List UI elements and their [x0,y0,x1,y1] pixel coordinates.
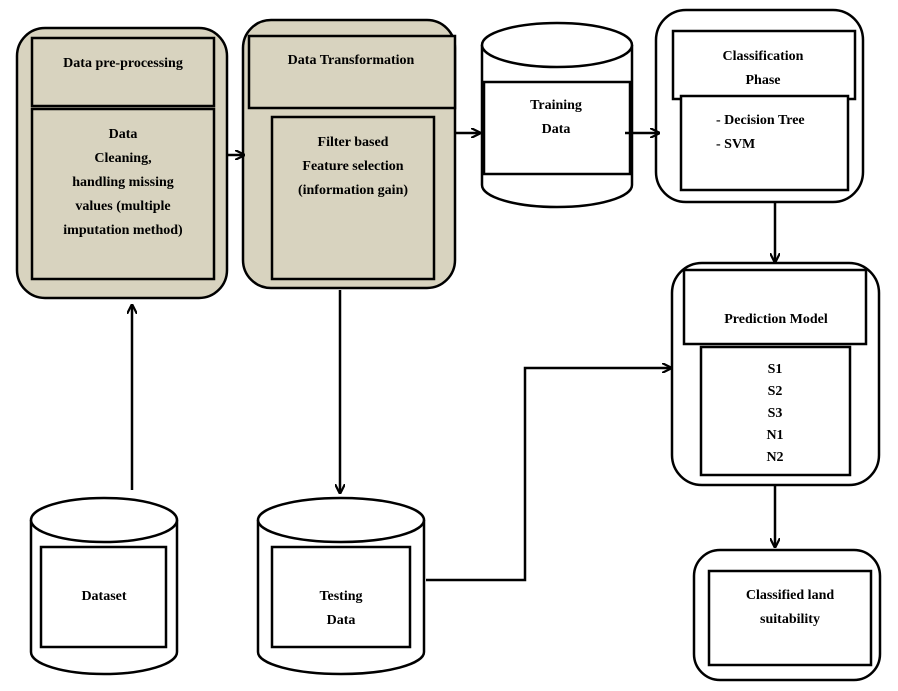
prediction-class: S1 [768,362,783,377]
training-data-line: Training [530,98,582,113]
output-block: Classified land suitability [692,548,882,682]
preprocessing-title: Data pre-processing [63,56,183,71]
classification-title: Classification [723,49,804,64]
output-line: Classified land [746,588,835,603]
prediction-class: S2 [768,384,783,399]
prediction-class: S3 [768,406,783,421]
output-line: suitability [760,612,820,627]
classification-block: Classification Phase - Decision Tree - S… [654,8,865,204]
preprocessing-line: imputation method) [63,223,183,238]
testing-data-line: Data [327,613,356,628]
classification-method: - Decision Tree [716,113,805,128]
dataset-label: Dataset [81,589,126,604]
testing-data-cylinder: Testing Data [256,496,426,676]
training-data-cylinder: Training Data [480,21,634,209]
preprocessing-line: Cleaning, [94,151,151,166]
prediction-class: N2 [766,450,783,465]
prediction-block: Prediction Model S1 S2 S3 N1 N2 [670,261,881,487]
classification-title: Phase [746,73,781,88]
prediction-class: N1 [766,428,783,443]
prediction-title: Prediction Model [724,312,828,327]
preprocessing-line: handling missing [72,175,174,190]
classification-method: - SVM [716,137,755,152]
transformation-line: Feature selection [302,159,403,174]
training-data-line: Data [542,122,571,137]
arrow-testing-to-prediction [426,368,670,582]
transformation-line: (information gain) [298,183,408,198]
preprocessing-line: Data [109,127,138,142]
transformation-line: Filter based [318,135,389,150]
preprocessing-block: Data pre-processing Data Cleaning, handl… [15,26,229,300]
testing-data-line: Testing [319,589,362,604]
preprocessing-line: values (multiple [75,199,170,214]
dataset-cylinder: Dataset [29,496,179,676]
transformation-block: Data Transformation Filter based Feature… [241,18,457,290]
transformation-title: Data Transformation [288,53,415,68]
